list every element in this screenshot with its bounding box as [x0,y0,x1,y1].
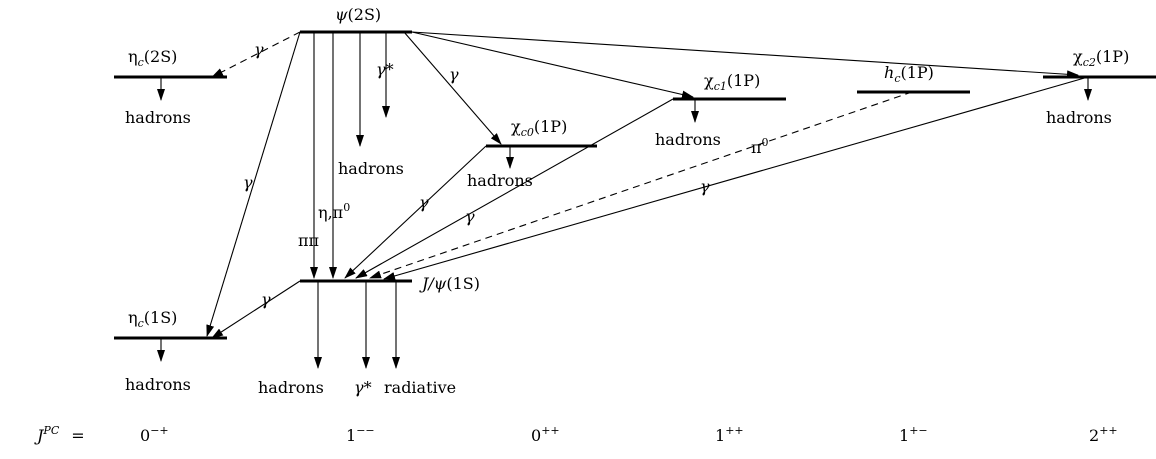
transition-psi2s-to-chic2 [411,31,1079,79]
jpc-value: 1+− [899,424,928,445]
label-gamma-jpsi-etac1s: γ [261,290,271,309]
transition-jpsi-to-etac1s [211,280,301,339]
transition-psi2s-to-chic1 [411,31,694,99]
state-label-hc: hc(1P) [884,63,934,85]
label-radiative-jpsi: radiative [384,378,456,397]
jpc-value: 1−− [346,424,375,445]
state-label-etac2s: ηc(2S) [128,47,177,69]
jpc-value: 0++ [531,424,560,445]
label-hadrons-chic2: hadrons [1046,108,1112,127]
label-gamma-chic0-jpsi: γ [419,193,429,212]
label-gamma-psi2s-chic0: γ [449,65,459,84]
jpc-value: 1++ [715,424,744,445]
label-pi0-hc-jpsi: π0 [751,136,769,157]
label-eta-pi0: η,π0 [318,201,350,222]
label-hadrons-psi2s: hadrons [338,159,404,178]
transition-chic2-to-jpsi [383,76,1089,280]
transition-psi2s-to-etac1s [206,31,301,337]
state-label-jpsi: J/ψ(1S) [419,274,480,293]
state-label-chic2: χc2(1P) [1073,47,1129,69]
transition-chic0-to-jpsi [344,145,487,279]
label-hadrons-jpsi: hadrons [258,378,324,397]
jpc-label: JPC= [34,424,85,445]
label-gamma-chic2-jpsi: γ [700,177,710,196]
label-hadrons-chic1: hadrons [655,130,721,149]
transition-chic1-to-jpsi [355,98,674,279]
label-gamma-star-psi2s: γ* [376,60,394,79]
jpc-value: 0−+ [140,424,169,445]
label-hadrons-etac2s: hadrons [125,108,191,127]
state-label-etac1s: ηc(1S) [128,308,177,330]
label-gamma-psi2s-etac2s: γ [254,40,264,59]
label-gamma-psi2s-etac1s: γ [243,173,253,192]
label-hadrons-chic0: hadrons [467,171,533,190]
transition-psi2s-to-chic0 [403,31,502,145]
label-pipi: ππ [298,231,319,250]
state-label-chic0: χc0(1P) [511,117,567,139]
jpc-value: 2++ [1089,424,1118,445]
state-label-psi2s: ψ(2S) [335,5,381,24]
label-hadrons-etac1s: hadrons [125,375,191,394]
label-gamma-chic1-jpsi: γ [465,207,475,226]
label-gamma-star-jpsi: γ* [354,378,372,397]
transition-psi2s-to-etac2s [211,31,301,78]
transition-hc-to-jpsi [369,91,913,279]
state-label-chic1: χc1(1P) [704,71,760,93]
